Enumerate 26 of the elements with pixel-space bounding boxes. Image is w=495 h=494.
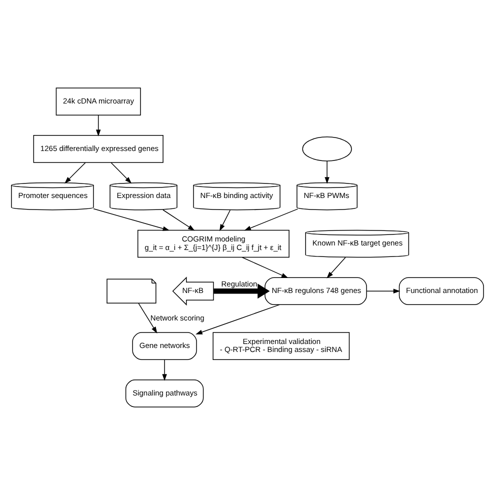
arrow bbox=[162, 358, 167, 380]
arrow bbox=[93, 208, 170, 230]
node-box: 1265 differentially expressed genes bbox=[33, 134, 164, 162]
arrow bbox=[96, 114, 101, 136]
arrow bbox=[242, 256, 288, 278]
arrow bbox=[324, 160, 330, 184]
node-box: NF-κB regulons 748 genes bbox=[264, 276, 367, 305]
node-box: Experimental validation - Q-RT-PCR - Binding assay - siRNA bbox=[212, 332, 350, 360]
arrow bbox=[162, 209, 195, 230]
edge-label: Regulation bbox=[221, 279, 258, 288]
node-box: Functional annotation bbox=[398, 276, 484, 305]
arrow bbox=[214, 283, 270, 298]
arrow bbox=[196, 304, 280, 334]
arrow bbox=[64, 162, 86, 183]
arrow bbox=[326, 256, 346, 278]
arrow bbox=[110, 162, 132, 183]
node-box: Signaling pathways bbox=[125, 379, 204, 407]
node-box: 24k cDNA microarray bbox=[56, 87, 141, 115]
node-box: COGRIM modeling g_it = α_i + Σ_{j=1}^{J} β_ij C_ij f_jt + ε_it bbox=[137, 229, 290, 258]
arrow bbox=[366, 288, 400, 293]
edge-label: Network scoring bbox=[150, 312, 204, 322]
arrow bbox=[244, 208, 298, 230]
node-ellipse bbox=[302, 136, 352, 161]
arrow bbox=[220, 209, 231, 231]
node-box: Gene networks bbox=[132, 332, 197, 360]
arrow bbox=[138, 302, 158, 333]
